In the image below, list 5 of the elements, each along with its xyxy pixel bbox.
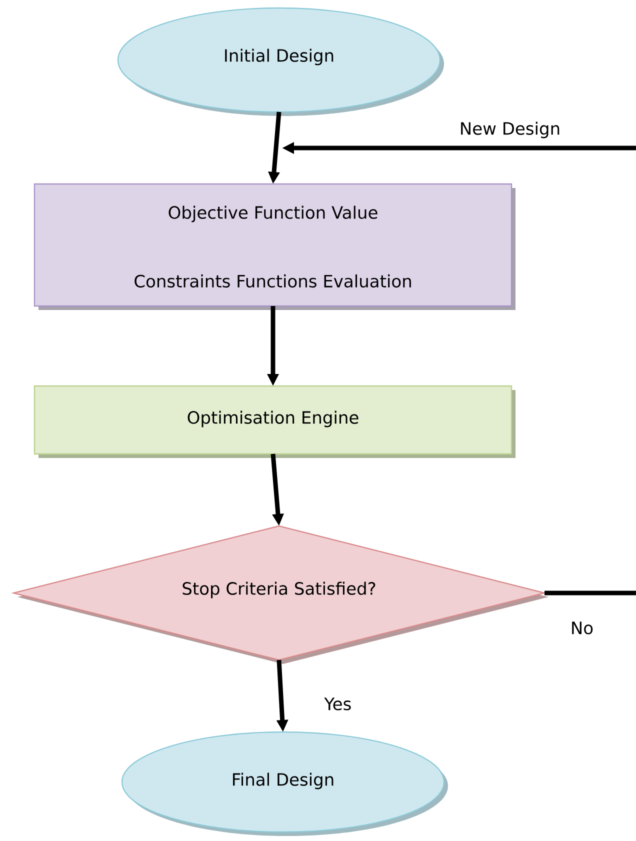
process-box: Optimisation Engine (34, 385, 516, 458)
process-box: Objective Function Value Constraints Functions Evaluation (34, 183, 516, 310)
edge-label: Yes (323, 696, 353, 712)
edge-label: New Design (458, 120, 562, 140)
edge-label: No (569, 620, 595, 636)
